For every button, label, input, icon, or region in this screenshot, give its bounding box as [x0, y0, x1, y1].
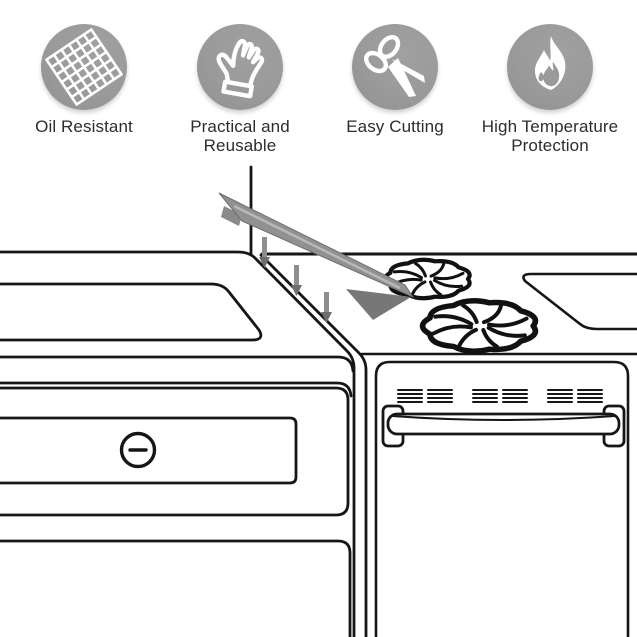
- feature-label: Oil Resistant: [35, 117, 133, 136]
- feature-oil-resistant: Oil Resistant: [0, 24, 169, 136]
- strip-top-surface: [218, 192, 415, 299]
- strip-ridge-highlight: [233, 204, 401, 290]
- oven-handle: [381, 404, 626, 448]
- drawer-knob: [119, 431, 157, 469]
- feature-practical-reusable: Practical and Reusable: [155, 24, 325, 155]
- feature-high-temperature: High Temperature Protection: [465, 24, 635, 155]
- vent-slats: [397, 389, 603, 403]
- scissors-icon: [352, 24, 438, 110]
- hand-icon: [197, 24, 283, 110]
- gas-burner-rear: [385, 260, 470, 298]
- feature-label: Easy Cutting: [346, 117, 444, 136]
- stove-line-art: [360, 272, 637, 637]
- feature-easy-cutting: Easy Cutting: [310, 24, 480, 136]
- counter-line-art: [0, 165, 637, 637]
- gap-cover-strip: [218, 192, 415, 320]
- strip-end-step: [221, 206, 242, 226]
- gas-burner-front: [423, 301, 536, 351]
- mesh-icon: [41, 24, 127, 110]
- flame-icon: [507, 24, 593, 110]
- insert-arrows: [259, 237, 332, 323]
- feature-label: High Temperature Protection: [481, 117, 619, 156]
- feature-label: Practical and Reusable: [190, 117, 290, 156]
- strip-flange: [346, 289, 411, 320]
